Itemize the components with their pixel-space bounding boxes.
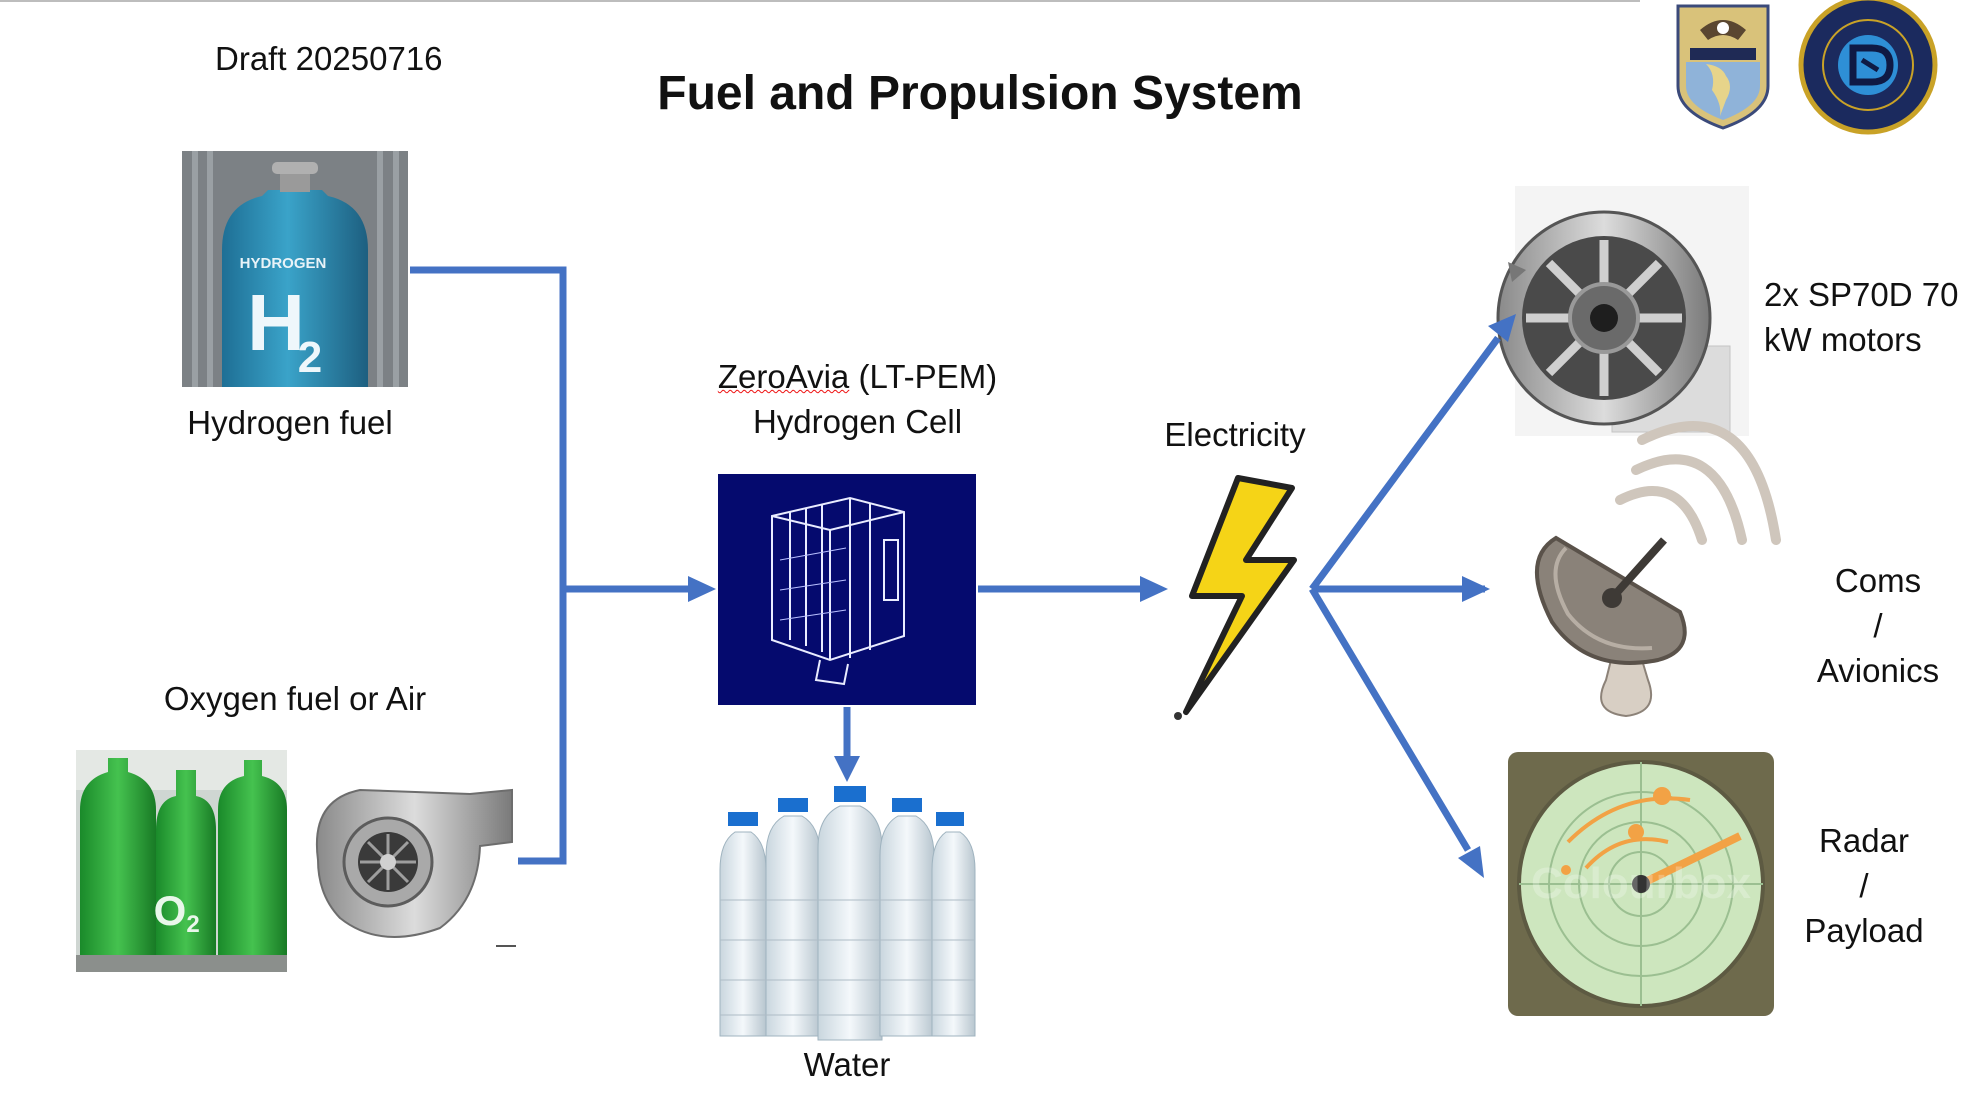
electric-motor-image (1496, 186, 1749, 436)
h2-symbol: H (247, 278, 305, 367)
satellite-dish-image (1534, 421, 1781, 718)
lightning-bolt-icon (1174, 475, 1297, 720)
arrowhead-radar (1458, 846, 1484, 878)
zeroavia-brand: ZeroAvia (717, 358, 850, 395)
radar-label-line2: / (1859, 867, 1869, 904)
electricity-to-motors-arrow-shaft (1309, 335, 1501, 592)
southcom-logo (1676, 4, 1770, 130)
oxygen-fuel-label: Oxygen fuel or Air (163, 680, 427, 717)
fuel-cell-type: (LT-PEM) (849, 358, 998, 395)
fuel-cell-image (718, 474, 976, 705)
coms-label-line1: Coms (1834, 562, 1922, 599)
electricity-label: Electricity (1164, 416, 1306, 453)
water-bottles-image (719, 786, 976, 1041)
hydrogen-tank-text: HYDROGEN (240, 255, 327, 272)
draft-label: Draft 20250716 (215, 40, 443, 77)
fuel-cell-label-line1: ZeroAvia (LT-PEM) (680, 354, 1035, 399)
page-title: Fuel and Propulsion System (657, 67, 1303, 120)
electricity-to-radar-arrow-shaft (1308, 587, 1472, 852)
hydrogen-fuel-label: Hydrogen fuel (187, 404, 393, 441)
water-label: Water (803, 1046, 891, 1083)
fuel-cell-label: ZeroAvia (LT-PEM) Hydrogen Cell (680, 354, 1035, 444)
coms-label-line2: / (1873, 607, 1883, 644)
radar-screen-image: Colourbox (1508, 752, 1774, 1016)
dod-logo (1798, 0, 1938, 135)
radar-label-line1: Radar (1819, 822, 1909, 859)
arrowheads (688, 314, 1516, 878)
top-divider-line (0, 0, 1640, 2)
turbocharger-image (316, 788, 516, 947)
motors-label-line2: kW motors (1764, 321, 1922, 358)
coms-label-line3: Avionics (1816, 652, 1940, 689)
o2-symbol: O (154, 887, 187, 934)
oxygen-tanks-image: O 2 (76, 750, 287, 972)
arrowhead-water (834, 756, 860, 782)
arrowhead-fuel-cell (688, 576, 716, 602)
fuel-cell-label-line2: Hydrogen Cell (752, 403, 963, 440)
radar-payload-label: Radar / Payload (1784, 818, 1944, 953)
coms-avionics-label: Coms / Avionics (1798, 558, 1958, 693)
motors-label: 2x SP70D 70 kW motors (1764, 272, 1964, 362)
connectors (410, 266, 1501, 865)
h2-subscript: 2 (298, 333, 322, 382)
radar-label-line3: Payload (1804, 912, 1924, 949)
hydrogen-tank-image: HYDROGEN H 2 (182, 151, 408, 387)
arrowhead-motors (1488, 314, 1516, 342)
fuel-manifold-line (410, 266, 567, 865)
arrowhead-coms (1462, 576, 1490, 602)
radar-watermark: Colourbox (1531, 859, 1752, 908)
motors-label-line1: 2x SP70D 70 (1764, 276, 1959, 313)
o2-subscript: 2 (186, 911, 199, 938)
arrowhead-electricity (1140, 576, 1168, 602)
